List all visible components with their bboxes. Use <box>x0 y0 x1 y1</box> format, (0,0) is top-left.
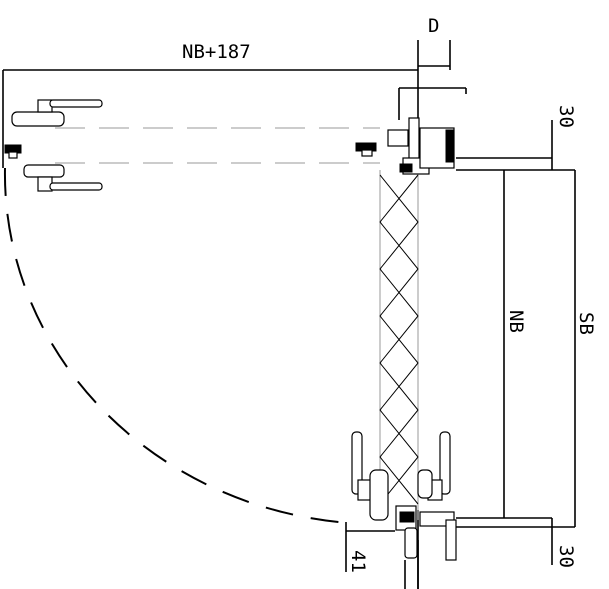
offset-bottom-label: 30 <box>555 545 577 568</box>
top-width-dimension: NB+187 <box>2 41 418 168</box>
handle-open-top <box>11 99 103 127</box>
door-leaf <box>379 170 419 520</box>
nb-dimension: NB <box>503 170 527 518</box>
sb-dimension: SB <box>574 170 597 527</box>
side-offset-label: 41 <box>347 550 369 573</box>
depth-label: D <box>428 15 439 37</box>
lock-handle-bottom <box>351 431 457 561</box>
door-swing-arc <box>3 167 351 524</box>
top-width-label: NB+187 <box>182 41 251 63</box>
depth-dimension: D <box>417 15 451 88</box>
frame-jamb <box>398 87 467 589</box>
open-door-outline <box>55 127 380 164</box>
handle-open-bottom <box>23 164 103 192</box>
nb-label: NB <box>505 310 527 333</box>
offset-top-label: 30 <box>555 105 577 128</box>
side-offset-dimension: 41 <box>345 522 395 573</box>
sb-label: SB <box>575 312 597 335</box>
hinge-open-left <box>4 144 22 159</box>
wall-lines <box>456 120 575 565</box>
hinge-open-right <box>355 142 377 157</box>
hinge-frame-top <box>387 117 455 175</box>
